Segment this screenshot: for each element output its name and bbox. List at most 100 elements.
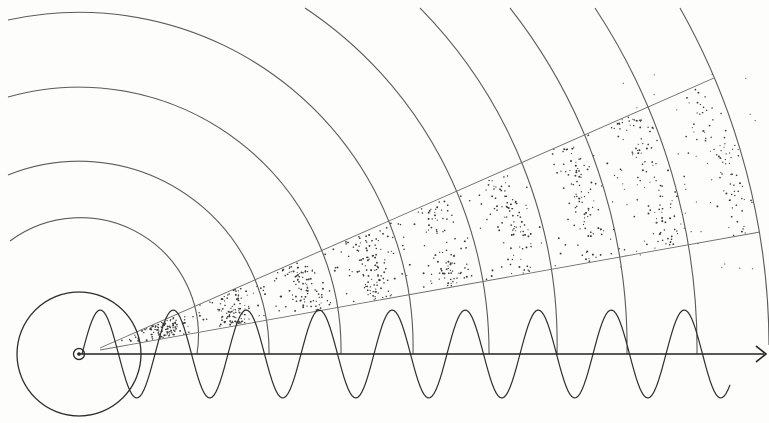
stipple-dot [587, 216, 588, 217]
stipple-dot [402, 245, 404, 247]
stipple-dot [170, 320, 171, 321]
stipple-dot [671, 239, 673, 241]
stipple-dot [601, 185, 602, 186]
stipple-dot [606, 162, 608, 164]
stipple-dot [397, 223, 399, 225]
stipple-dot [512, 215, 514, 217]
stipple-dot [725, 153, 726, 154]
stipple-dot [565, 244, 567, 246]
stipple-dot [587, 168, 589, 170]
stipple-dot [306, 284, 307, 285]
stipple-dot [728, 227, 729, 228]
stipple-dot [575, 162, 576, 163]
stipple-dot [511, 208, 512, 209]
stipple-dot [651, 147, 653, 149]
stipple-dot [611, 127, 612, 128]
stipple-dot [165, 335, 166, 336]
stipple-dot [565, 171, 566, 172]
stipple-dot [530, 243, 531, 244]
stipple-dot [224, 296, 225, 297]
stipple-dot [321, 294, 323, 296]
wavefront-arcs [8, 8, 769, 354]
stipple-dot [221, 319, 223, 321]
stipple-dot [238, 308, 240, 310]
stipple-dot [221, 298, 223, 300]
stipple-dot [452, 270, 453, 271]
source-point [77, 352, 81, 356]
stipple-dot [479, 194, 481, 196]
stipple-dot [233, 310, 234, 311]
stipple-dot [622, 122, 623, 123]
stipple-dot [710, 137, 711, 138]
stipple-dot [636, 107, 637, 108]
stipple-dot [222, 308, 224, 310]
stipple-dot [678, 153, 679, 154]
stipple-dot [380, 275, 382, 277]
stipple-dot [563, 163, 565, 165]
stipple-dot [458, 273, 459, 274]
stipple-dot [733, 235, 734, 236]
stipple-dot [634, 119, 635, 120]
stipple-dot [575, 165, 576, 166]
stipple-dot [313, 300, 314, 301]
stipple-dot [307, 293, 308, 294]
stipple-dot [494, 208, 495, 209]
stipple-dot [233, 312, 235, 314]
stipple-dot [510, 247, 512, 249]
stipple-dot [257, 305, 259, 307]
stipple-dot [725, 130, 727, 132]
stipple-dot [239, 303, 241, 305]
stipple-dot [260, 287, 262, 289]
stipple-dot [587, 235, 589, 237]
stipple-dot [234, 316, 236, 318]
stipple-dot [530, 233, 532, 235]
stipple-dot [721, 173, 723, 175]
stipple-dot [224, 322, 226, 324]
stipple-dot [447, 261, 449, 263]
stipple-dot [637, 177, 639, 179]
stipple-dot [169, 331, 170, 332]
stipple-dot [506, 216, 508, 218]
stipple-dot [719, 177, 721, 179]
stipple-dot [367, 289, 369, 291]
stipple-dot [310, 278, 312, 280]
stipple-dot [302, 304, 304, 306]
stipple-dot [523, 272, 524, 273]
stipple-dot [661, 220, 663, 222]
stipple-dot [530, 267, 531, 268]
stipple-dot [238, 299, 240, 301]
stipple-dot [648, 213, 650, 215]
stipple-dot [298, 276, 300, 278]
stipple-dot [578, 198, 580, 200]
stipple-dot [696, 156, 697, 157]
stipple-dot [451, 214, 453, 216]
stipple-dot [516, 203, 518, 205]
stipple-dot [383, 282, 385, 284]
stipple-dot [512, 259, 513, 260]
stipple-dot [348, 256, 350, 258]
stipple-dot [448, 272, 450, 274]
stipple-dot [644, 161, 646, 163]
stipple-dot [414, 223, 416, 225]
stipple-dot [471, 275, 473, 277]
stipple-dot [584, 221, 585, 222]
stipple-dot [224, 300, 225, 301]
stipple-dot [219, 325, 221, 327]
stipple-dot [445, 262, 446, 263]
stipple-dot [240, 308, 241, 309]
stipple-dot [374, 244, 376, 246]
stipple-dot [611, 253, 613, 255]
stipple-dot [739, 182, 741, 184]
stipple-dot [293, 270, 295, 272]
stipple-dot [248, 318, 249, 319]
stipple-dot [755, 120, 756, 121]
stipple-dot [452, 263, 453, 264]
stipple-dot [217, 309, 218, 310]
stipple-dot [435, 218, 436, 219]
stipple-dot [435, 209, 436, 210]
stipple-dot [167, 326, 169, 328]
stipple-dot [329, 304, 331, 306]
stipple-dot [570, 160, 572, 162]
stipple-dot [229, 311, 231, 313]
stipple-dot [376, 266, 377, 267]
